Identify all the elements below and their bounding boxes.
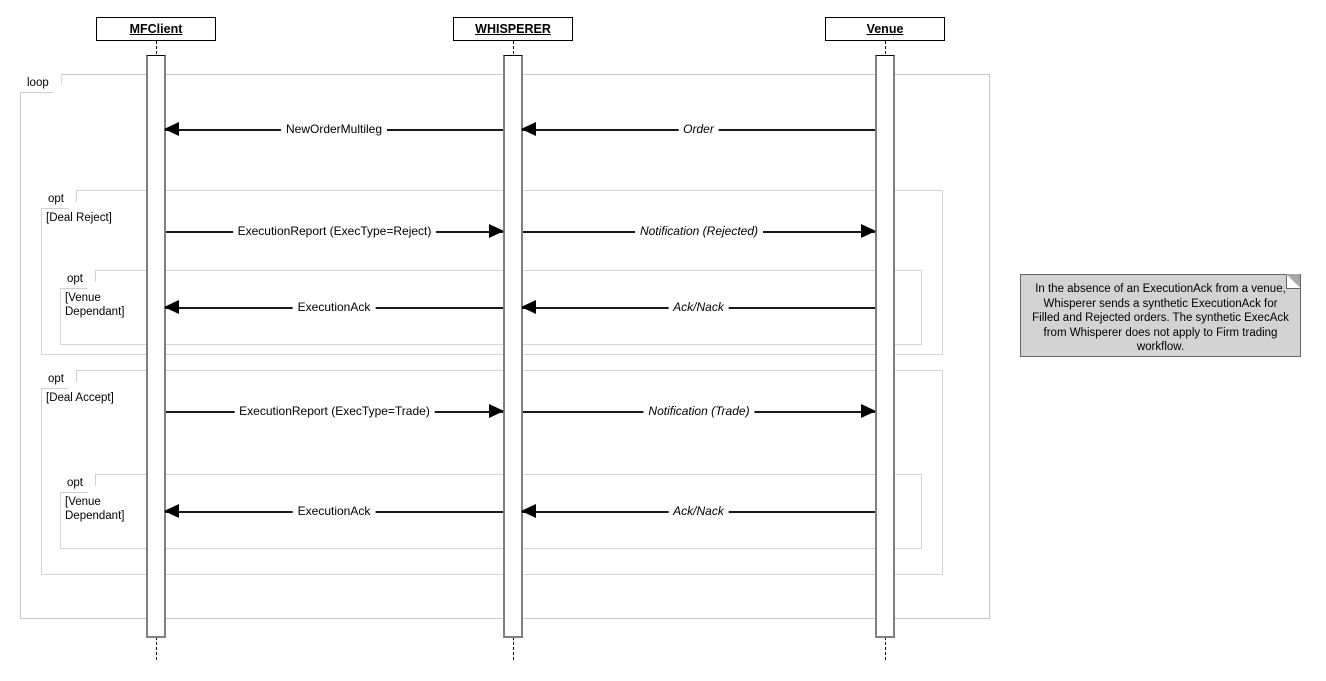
fragment-opt-venue-dependant-1-guard: [Venue Dependant] bbox=[65, 292, 125, 318]
message-order-label: Order bbox=[678, 119, 719, 139]
message-notification-trade[interactable]: Notification (Trade) bbox=[523, 401, 876, 422]
arrowhead-right-icon bbox=[489, 224, 504, 238]
fragment-opt-venue-dependant-2-guard: [Venue Dependant] bbox=[65, 496, 125, 522]
participant-whisperer-label: WHISPERER bbox=[475, 22, 551, 36]
arrowhead-left-icon bbox=[164, 122, 179, 136]
message-execution-ack-1[interactable]: ExecutionAck bbox=[164, 297, 503, 318]
participant-mfclient[interactable]: MFClient bbox=[96, 17, 216, 41]
participant-whisperer[interactable]: WHISPERER bbox=[453, 17, 573, 41]
arrowhead-left-icon bbox=[521, 504, 536, 518]
arrowhead-right-icon bbox=[861, 224, 876, 238]
message-ack-nack-2[interactable]: Ack/Nack bbox=[521, 501, 875, 522]
note-execution-ack-text: In the absence of an ExecutionAck from a… bbox=[1032, 283, 1289, 354]
arrowhead-left-icon bbox=[521, 300, 536, 314]
message-new-order-multileg-label: NewOrderMultileg bbox=[280, 119, 388, 139]
activation-bar-whisperer bbox=[503, 55, 523, 638]
activation-bar-venue bbox=[875, 55, 895, 638]
message-ack-nack-1-label: Ack/Nack bbox=[668, 297, 729, 317]
fragment-opt-deal-accept: opt [Deal Accept] bbox=[41, 370, 943, 575]
message-execution-ack-1-label: ExecutionAck bbox=[292, 297, 376, 317]
arrowhead-left-icon bbox=[164, 300, 179, 314]
participant-venue[interactable]: Venue bbox=[825, 17, 945, 41]
message-notification-rejected[interactable]: Notification (Rejected) bbox=[523, 221, 876, 242]
arrowhead-right-icon bbox=[861, 404, 876, 418]
message-execution-report-reject-label: ExecutionReport (ExecType=Reject) bbox=[232, 221, 437, 241]
arrowhead-right-icon bbox=[489, 404, 504, 418]
fragment-opt-deal-reject-operator: opt bbox=[41, 190, 77, 209]
fragment-opt-deal-reject-guard: [Deal Reject] bbox=[46, 212, 112, 224]
participant-mfclient-label: MFClient bbox=[129, 22, 183, 36]
message-notification-trade-label: Notification (Trade) bbox=[643, 401, 755, 421]
fragment-opt-venue-dependant-2: opt [Venue Dependant] bbox=[60, 474, 922, 549]
message-execution-report-reject[interactable]: ExecutionReport (ExecType=Reject) bbox=[166, 221, 504, 242]
message-ack-nack-1[interactable]: Ack/Nack bbox=[521, 297, 875, 318]
message-new-order-multileg[interactable]: NewOrderMultileg bbox=[164, 119, 503, 140]
participant-venue-label: Venue bbox=[866, 22, 904, 36]
fragment-opt-venue-dependant-1-operator: opt bbox=[60, 270, 96, 289]
arrowhead-left-icon bbox=[521, 122, 536, 136]
fragment-opt-deal-accept-guard: [Deal Accept] bbox=[46, 392, 114, 404]
message-execution-report-trade[interactable]: ExecutionReport (ExecType=Trade) bbox=[166, 401, 504, 422]
fragment-opt-venue-dependant-2-operator: opt bbox=[60, 474, 96, 493]
fragment-opt-deal-accept-operator: opt bbox=[41, 370, 77, 389]
message-ack-nack-2-label: Ack/Nack bbox=[668, 501, 729, 521]
fragment-opt-venue-dependant-1: opt [Venue Dependant] bbox=[60, 270, 922, 345]
fragment-loop-operator: loop bbox=[20, 74, 62, 93]
message-notification-rejected-label: Notification (Rejected) bbox=[634, 221, 764, 241]
arrowhead-left-icon bbox=[164, 504, 179, 518]
fragment-opt-deal-reject: opt [Deal Reject] bbox=[41, 190, 943, 355]
message-execution-ack-2[interactable]: ExecutionAck bbox=[164, 501, 503, 522]
note-execution-ack: In the absence of an ExecutionAck from a… bbox=[1020, 274, 1301, 357]
message-execution-report-trade-label: ExecutionReport (ExecType=Trade) bbox=[234, 401, 435, 421]
message-order[interactable]: Order bbox=[521, 119, 875, 140]
activation-bar-mfclient bbox=[146, 55, 166, 638]
message-execution-ack-2-label: ExecutionAck bbox=[292, 501, 376, 521]
